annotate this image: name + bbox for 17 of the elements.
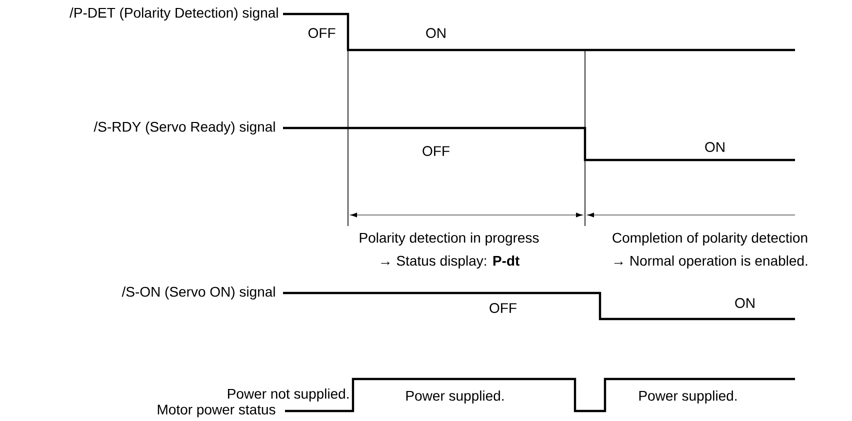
state-label: OFF — [308, 28, 336, 38]
state-label: ON — [426, 28, 446, 38]
state-label: Power supplied. — [406, 390, 504, 404]
state-label: ON — [705, 142, 724, 152]
signal-name: Motor power status — [158, 404, 276, 418]
annotation-text: → Status display: P-dt — [381, 255, 520, 269]
state-label: OFF — [422, 146, 450, 156]
state-label: Power not supplied. — [228, 388, 348, 402]
signal-name: /P-DET (Polarity Detection) signal — [70, 7, 278, 21]
signal-name: /S-RDY (Servo Ready) signal — [94, 121, 275, 135]
annotation-text: Completion of polarity detection — [612, 232, 808, 246]
signal-name: /S-ON (Servo ON) signal — [122, 286, 275, 300]
annotation-text: → Normal operation is enabled. — [614, 255, 808, 269]
state-label: OFF — [490, 303, 516, 313]
state-label: Power supplied. — [639, 390, 736, 404]
state-label: ON — [735, 298, 754, 308]
annotation-text: Polarity detection in progress — [360, 232, 539, 246]
